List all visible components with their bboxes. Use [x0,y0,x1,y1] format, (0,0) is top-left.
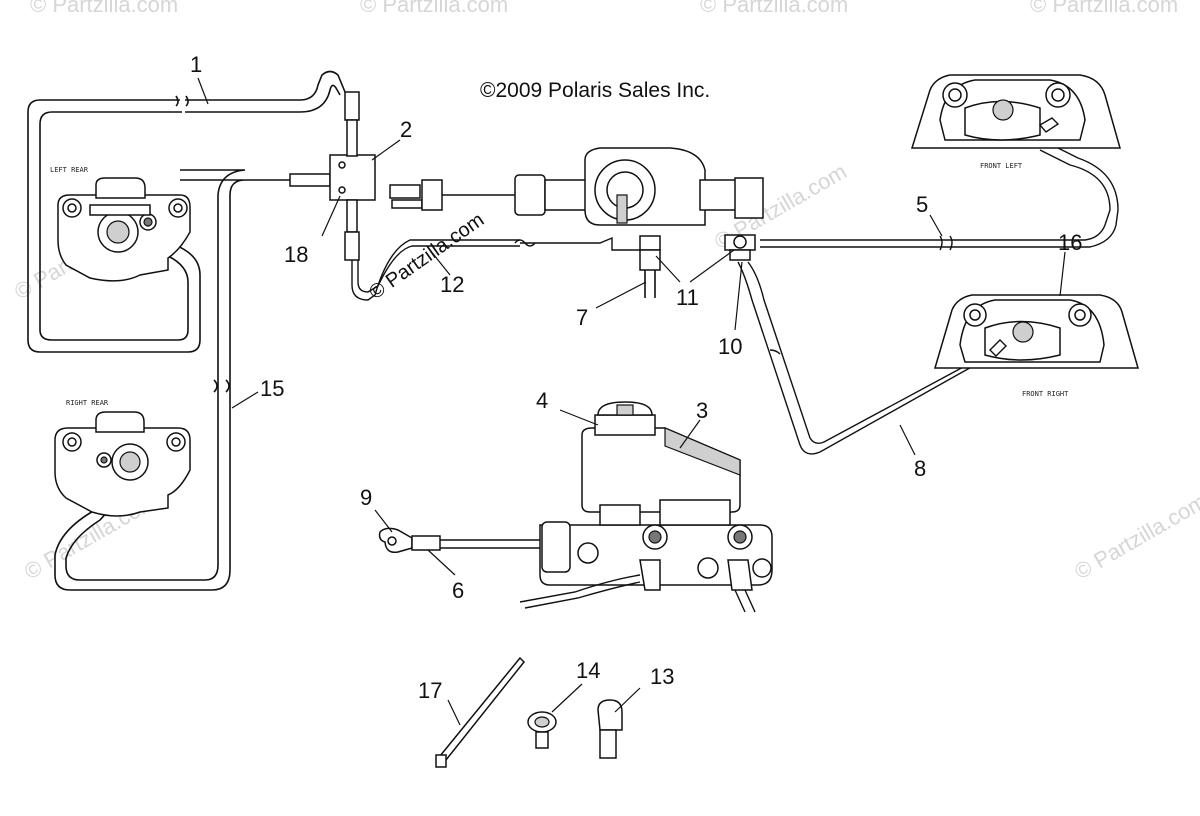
watermark-text: © Partzilla.com [360,0,508,17]
left-rear-label: LEFT REAR [50,166,89,174]
callout-4: 4 [536,388,548,413]
front-right-caliper: FRONT RIGHT [933,294,1139,398]
callout-18: 18 [284,242,308,267]
master-cylinder-mounted [389,147,764,298]
callout-6: 6 [452,578,464,603]
callout-16: 16 [1058,230,1082,255]
clip-14 [527,711,557,749]
front-left-caliper: FRONT LEFT [910,74,1121,170]
callout-17: 17 [418,678,442,703]
callout-11: 11 [676,285,699,310]
callout-9: 9 [360,485,372,510]
brake-line-8 [737,261,1005,455]
callouts: 1 2 3 4 5 6 7 8 9 10 11 12 13 14 15 16 1 [190,52,1082,726]
front-left-label: FRONT LEFT [980,162,1023,170]
callout-14: 14 [576,658,600,683]
callout-10: 10 [718,334,742,359]
watermark-overlay: © Partzilla.com [365,209,488,304]
watermark-text: © Partzilla.com [1070,489,1200,585]
distribution-block [245,91,520,301]
callout-13: 13 [650,664,674,689]
callout-8: 8 [914,456,926,481]
cable-tie-17 [435,656,526,768]
watermark-text: © Partzilla.com [700,0,848,17]
callout-7: 7 [576,305,588,330]
right-rear-label: RIGHT REAR [66,399,109,407]
callout-3: 3 [696,398,708,423]
clip-13 [597,699,623,759]
watermark-text: © Partzilla.com [30,0,178,17]
copyright-text: ©2009 Polaris Sales Inc. [480,79,710,102]
right-rear-caliper: RIGHT REAR [54,399,191,517]
callout-1: 1 [190,52,202,77]
master-cylinder-detail [378,401,773,613]
callout-15: 15 [260,376,284,401]
brake-line-1 [27,70,346,353]
callout-2: 2 [400,117,412,142]
brake-line-5 [760,141,1119,251]
callout-12: 12 [440,272,464,297]
watermark-text: © Partzilla.com [1030,0,1178,17]
callout-5: 5 [916,192,928,217]
brake-line-15 [54,169,246,591]
left-rear-caliper: LEFT REAR [50,166,191,282]
front-right-label: FRONT RIGHT [1022,390,1069,398]
